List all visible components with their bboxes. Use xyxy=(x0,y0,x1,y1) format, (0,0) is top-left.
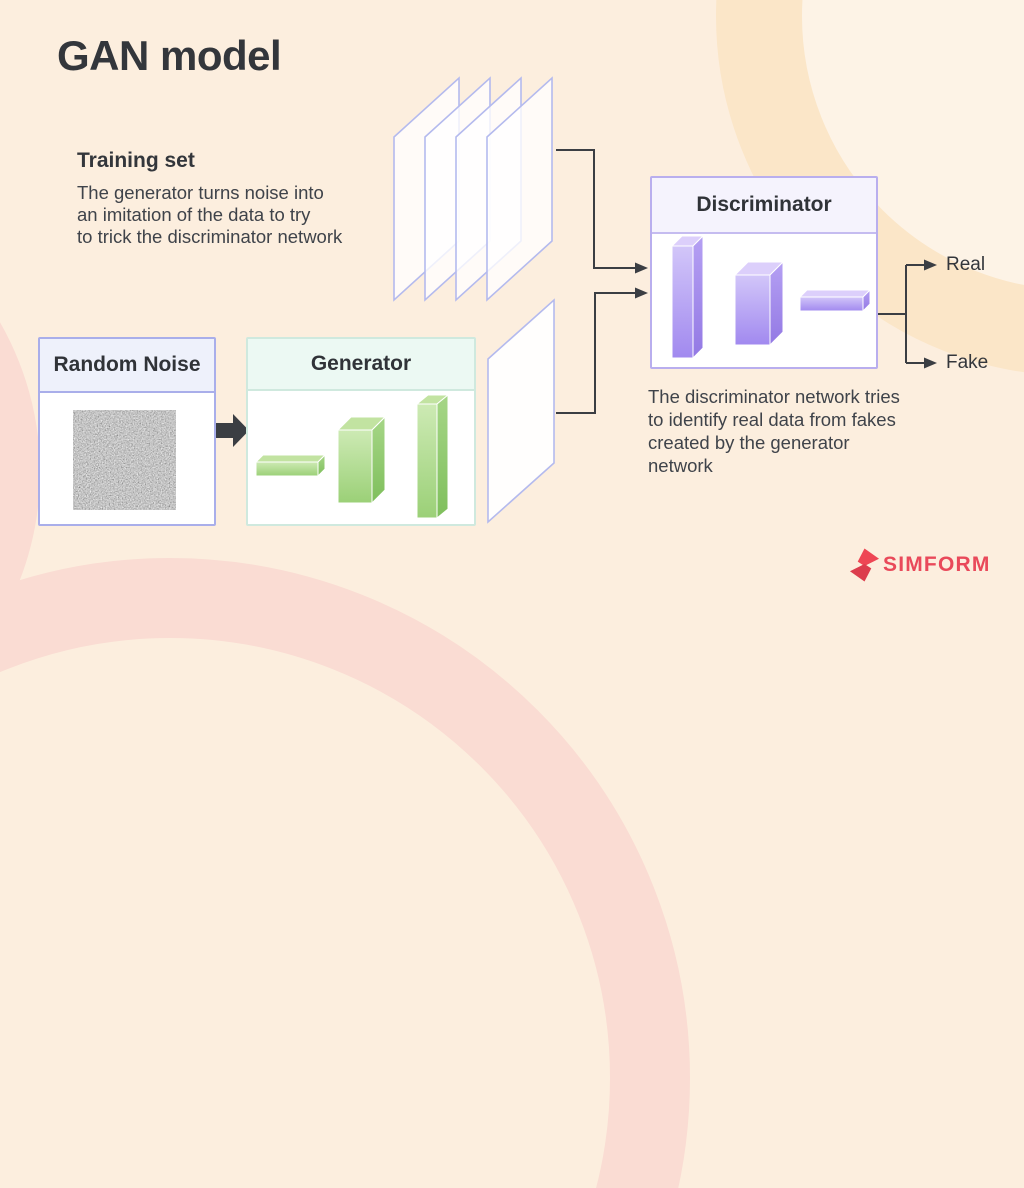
training-set-description: The generator turns noise into an imitat… xyxy=(77,182,343,247)
arrowhead-icon xyxy=(635,262,648,274)
diagram-connectors-layer xyxy=(216,76,937,524)
discriminator-bar-medium xyxy=(734,274,771,346)
noise-image xyxy=(73,410,176,510)
purple-3d-bars xyxy=(671,235,871,359)
generator-bar-medium xyxy=(371,416,386,504)
discriminator-output-branch xyxy=(878,264,925,364)
brand-logo: SIMFORM xyxy=(849,548,991,582)
discriminator-description: The discriminator network tries to ident… xyxy=(648,386,900,476)
page-title: GAN model xyxy=(57,32,282,79)
random-noise-box-header: Random Noise xyxy=(40,339,214,393)
discriminator-bar-medium xyxy=(769,261,784,346)
arrowhead-icon xyxy=(924,259,937,271)
generator-bar-tall xyxy=(436,394,449,519)
discriminator-bar-flat xyxy=(799,296,864,312)
arrowhead-icon xyxy=(924,357,937,369)
output-label-real: Real xyxy=(946,254,986,275)
arrow-noise-to-generator xyxy=(216,414,249,447)
training-data-sheet-stack xyxy=(393,76,553,302)
output-label-fake: Fake xyxy=(946,352,989,373)
generator-box-header: Generator xyxy=(248,339,474,391)
generated-image-sheet xyxy=(487,298,555,524)
discriminator-box-header: Discriminator xyxy=(652,178,876,234)
simform-logo-icon xyxy=(849,548,880,582)
brand-name: SIMFORM xyxy=(883,553,991,576)
layer-sheet-icon xyxy=(486,76,553,302)
green-3d-bars xyxy=(255,394,449,519)
decorative-pink-ring-large xyxy=(0,558,690,1188)
discriminator-bar-tall xyxy=(692,235,704,359)
arrow-training-to-discriminator xyxy=(556,149,636,269)
discriminator-bar-tall xyxy=(671,245,694,359)
generator-bar-medium xyxy=(337,429,373,504)
discriminator-box: Discriminator xyxy=(650,176,878,369)
discriminator-bar-flat xyxy=(799,289,871,298)
generator-box: Generator xyxy=(246,337,476,526)
generator-bar-flat xyxy=(255,454,326,463)
arrowhead-icon xyxy=(635,287,648,299)
generator-bar-flat xyxy=(255,461,319,477)
generator-bar-tall xyxy=(416,403,438,519)
arrow-generated-to-discriminator xyxy=(556,292,636,414)
training-set-heading: Training set xyxy=(77,149,195,172)
